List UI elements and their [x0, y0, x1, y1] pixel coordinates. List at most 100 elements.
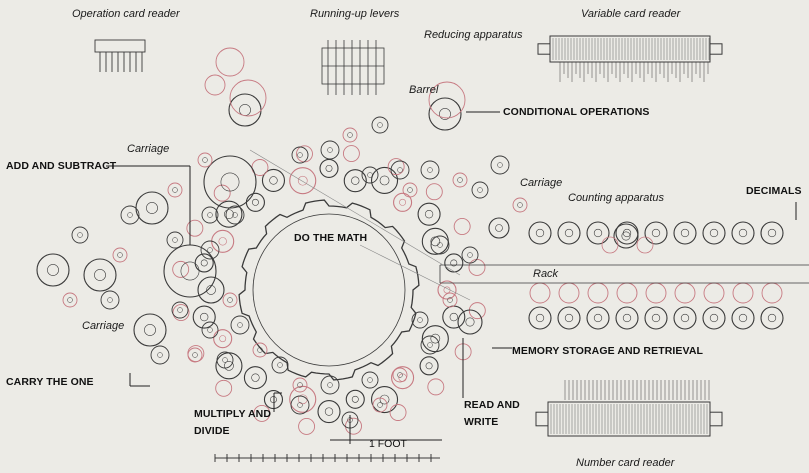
gear-wheel	[393, 192, 413, 212]
gear-hub	[651, 228, 661, 238]
gear-hub	[443, 286, 451, 294]
carriage-wheel	[133, 313, 167, 347]
red-gear	[389, 404, 407, 421]
gear-wheel	[289, 385, 317, 413]
red-gear	[215, 379, 233, 397]
gear-wheel	[62, 292, 78, 308]
carriage-wheel	[203, 155, 257, 209]
barrel-label: Barrel	[409, 84, 439, 96]
gear-hub	[767, 228, 777, 238]
gear-hub	[177, 307, 183, 313]
gear-wheel	[420, 160, 440, 180]
gear-hub	[232, 212, 238, 218]
decimals-label: DECIMALS	[746, 185, 802, 197]
construction-lines	[249, 149, 471, 301]
gear-wheel	[211, 229, 235, 253]
carriage-left-label: Carriage	[82, 320, 125, 332]
red-gear	[636, 236, 654, 254]
number-card-reader-drawing	[535, 401, 723, 437]
gear-hub	[202, 157, 208, 163]
gear-wheel	[371, 116, 389, 134]
multiply-and-divide-label-line1: MULTIPLY AND	[194, 408, 272, 420]
gear-wheel	[442, 292, 458, 308]
gear-hub	[709, 228, 719, 238]
gear-wheel	[292, 377, 308, 393]
gear-wheel	[166, 231, 184, 249]
gear-hub	[251, 198, 259, 206]
gear-hub	[397, 167, 403, 173]
gear-hub	[297, 402, 303, 408]
gear-hub	[767, 313, 777, 323]
gear-hub	[399, 198, 407, 206]
gear-hub	[450, 259, 458, 267]
red-gear	[253, 404, 271, 422]
gear-wheel	[471, 181, 489, 199]
gear-hub	[297, 175, 308, 186]
gear-hub	[397, 372, 403, 378]
decimal-wheel	[731, 221, 755, 245]
red-gear	[172, 304, 190, 322]
gear-wheel	[112, 247, 128, 263]
gear-hub	[277, 362, 283, 368]
gear-hub	[157, 352, 163, 358]
gear-hub	[297, 152, 303, 158]
gear-hub	[457, 177, 463, 183]
do-the-math-label: DO THE MATH	[294, 232, 368, 244]
gear-hub	[622, 313, 632, 323]
gear-wheel	[437, 280, 457, 300]
gear-hub	[465, 317, 475, 327]
gear-hub	[377, 402, 383, 408]
gear-hub	[447, 297, 453, 303]
store-wheel	[644, 306, 668, 330]
gear-hub	[427, 167, 433, 173]
gear-wheel	[444, 253, 464, 273]
gear-hub	[207, 247, 213, 253]
gear-hub	[439, 108, 451, 120]
gear-hub	[47, 264, 59, 276]
multiply-and-divide-label-line2: DIVIDE	[194, 425, 230, 437]
variable-card-reader-drawing	[537, 35, 723, 63]
red-gear	[387, 158, 405, 176]
gear-wheel	[252, 342, 268, 358]
gear-hub	[738, 228, 748, 238]
variable-card-reader-label: Variable card reader	[581, 8, 681, 20]
counting-apparatus-label: Counting apparatus	[568, 192, 665, 204]
gear-wheel	[419, 356, 439, 376]
gear-wheel	[420, 335, 440, 355]
gear-wheel	[100, 290, 120, 310]
red-gear	[213, 184, 231, 202]
gear-wheel	[289, 167, 317, 195]
gear-hub	[77, 232, 83, 238]
gear-wheel	[230, 315, 250, 335]
store-red-wheel	[558, 282, 580, 304]
gear-wheel	[372, 397, 388, 413]
red-gear	[215, 47, 245, 77]
reducing-apparatus-label: Reducing apparatus	[424, 29, 523, 41]
gear-wheel	[343, 169, 367, 193]
gear-wheel	[361, 371, 379, 389]
gear-wheel	[411, 311, 429, 329]
barrel-wheel	[36, 253, 70, 287]
running-up-levers-drawing	[321, 40, 385, 95]
one-foot-scale-label: 1 FOOT	[369, 438, 407, 450]
gear-wheel	[442, 305, 466, 329]
gear-wheel	[197, 276, 225, 304]
gear-hub	[535, 228, 545, 238]
rack-label: Rack	[533, 268, 559, 280]
gear-hub	[172, 237, 178, 243]
red-gear	[468, 302, 486, 320]
gear-wheel	[421, 227, 449, 255]
gear-wheel	[391, 366, 415, 390]
gear-hub	[222, 357, 228, 363]
gear-wheel	[261, 168, 286, 192]
engine-mechanism	[36, 35, 809, 462]
store-wheel	[760, 306, 784, 330]
store-wheel	[673, 306, 697, 330]
decimal-wheel	[557, 221, 581, 245]
store-red-wheel	[529, 282, 551, 304]
gear-wheel	[390, 160, 410, 180]
gear-wheel	[200, 240, 220, 260]
store-red-wheel	[616, 282, 638, 304]
store-wheel	[615, 306, 639, 330]
gear-wheel	[461, 246, 479, 264]
